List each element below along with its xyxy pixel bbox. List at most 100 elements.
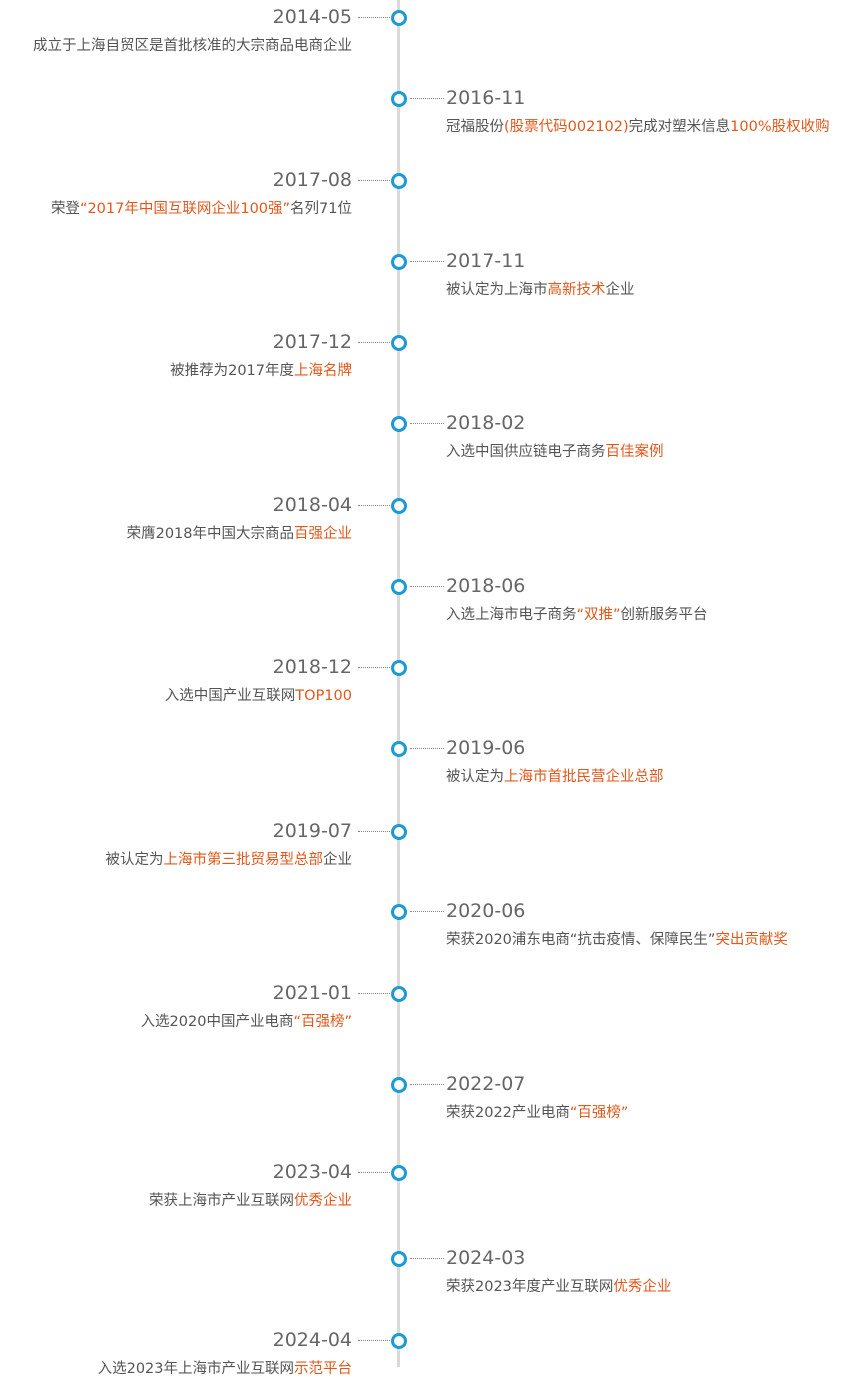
description-text: 被认定为 <box>446 769 504 785</box>
event-description: 荣获2020浦东电商“抗击疫情、保障民生”突出贡献奖 <box>446 928 788 949</box>
timeline-event: 2020-06 荣获2020浦东电商“抗击疫情、保障民生”突出贡献奖 <box>0 892 859 952</box>
event-description: 被推荐为2017年度上海名牌 <box>170 359 352 380</box>
description-text: 荣获2023年度产业互联网 <box>446 1279 614 1295</box>
timeline-event: 2016-11 冠福股份(股票代码002102)完成对塑米信息100%股权收购 <box>0 79 859 139</box>
event-date: 2023-04 <box>272 1161 352 1183</box>
description-text: 完成对塑米信息 <box>628 119 731 135</box>
connector-line <box>358 993 392 994</box>
highlight-text: TOP100 <box>295 688 352 704</box>
highlight-text: (股票代码002102) <box>504 119 629 135</box>
connector-line <box>410 261 444 262</box>
description-text: 被认定为 <box>105 852 164 868</box>
description-text: 荣获2022产业电商 <box>446 1105 570 1121</box>
connector-line <box>410 423 444 424</box>
highlight-text: 上海名牌 <box>294 363 352 379</box>
timeline-axis <box>397 0 400 1367</box>
highlight-text: 百佳案例 <box>605 444 664 460</box>
event-description: 被认定为上海市首批民营企业总部 <box>446 765 664 786</box>
timeline-dot <box>391 904 407 920</box>
timeline-dot <box>391 1077 407 1093</box>
connector-line <box>410 1084 444 1085</box>
description-text: 被推荐为2017年度 <box>170 363 294 379</box>
timeline-dot <box>391 1165 407 1181</box>
highlight-text: “2017年中国互联网企业100强” <box>79 201 291 217</box>
connector-line <box>410 911 444 912</box>
timeline-event: 2014-05 成立于上海自贸区是首批核准的大宗商品电商企业 <box>0 0 859 58</box>
event-description: 入选中国供应链电子商务百佳案例 <box>446 440 664 461</box>
highlight-text: 上海市首批民营企业总部 <box>504 769 664 785</box>
event-date: 2024-04 <box>272 1329 352 1351</box>
timeline-event: 2019-07 被认定为上海市第三批贸易型总部企业 <box>0 812 859 872</box>
description-text: 荣获2020浦东电商“抗击疫情、保障民生” <box>446 932 716 948</box>
highlight-text: 优秀企业 <box>613 1279 672 1295</box>
event-date: 2022-07 <box>446 1073 526 1095</box>
timeline-event: 2018-06 入选上海市电子商务“双推”创新服务平台 <box>0 567 859 627</box>
highlight-text: “百强榜” <box>293 1014 352 1030</box>
event-date: 2020-06 <box>446 900 526 922</box>
timeline-dot <box>391 254 407 270</box>
description-text: 入选中国产业互联网 <box>164 688 296 704</box>
connector-line <box>358 342 392 343</box>
timeline-event: 2018-02 入选中国供应链电子商务百佳案例 <box>0 404 859 464</box>
timeline-dot <box>391 579 407 595</box>
event-description: 被认定为上海市第三批贸易型总部企业 <box>106 848 353 869</box>
event-date: 2016-11 <box>446 87 526 109</box>
event-date: 2019-07 <box>272 820 352 842</box>
description-text: 入选中国供应链电子商务 <box>446 444 606 460</box>
description-text: 被认定为上海市 <box>446 282 548 298</box>
timeline-dot <box>391 986 407 1002</box>
description-text: 荣膺2018年中国大宗商品 <box>126 526 294 542</box>
description-text: 冠福股份 <box>446 119 504 135</box>
highlight-text: 上海市第三批贸易型总部 <box>163 852 324 868</box>
timeline-dot <box>391 1333 407 1349</box>
description-text: 入选2020中国产业电商 <box>140 1014 294 1030</box>
event-description: 荣膺2018年中国大宗商品百强企业 <box>127 522 352 543</box>
timeline-dot <box>391 824 407 840</box>
timeline-dot <box>391 91 407 107</box>
event-date: 2017-08 <box>272 169 352 191</box>
timeline-dot <box>391 416 407 432</box>
event-description: 荣获上海市产业互联网优秀企业 <box>149 1189 352 1210</box>
timeline-event: 2023-04 荣获上海市产业互联网优秀企业 <box>0 1153 859 1213</box>
event-description: 入选上海市电子商务“双推”创新服务平台 <box>446 603 708 624</box>
description-text: 成立于上海自贸区是首批核准的大宗商品电商企业 <box>33 38 352 54</box>
event-description: 入选中国产业互联网TOP100 <box>165 684 352 705</box>
event-date: 2014-05 <box>272 6 352 28</box>
timeline-dot <box>391 335 407 351</box>
event-description: 荣获2022产业电商“百强榜” <box>446 1101 628 1122</box>
highlight-text: “百强榜” <box>569 1105 629 1121</box>
description-text: 入选上海市电子商务 <box>446 607 577 623</box>
timeline-dot <box>391 660 407 676</box>
timeline-event: 2021-01 入选2020中国产业电商“百强榜” <box>0 974 859 1034</box>
connector-line <box>410 98 444 99</box>
event-description: 荣登“2017年中国互联网企业100强”名列71位 <box>51 197 352 218</box>
description-text: 企业 <box>605 282 635 298</box>
connector-line <box>358 505 392 506</box>
connector-line <box>358 17 392 18</box>
connector-line <box>358 180 392 181</box>
highlight-text: 100%股权收购 <box>730 119 830 135</box>
event-date: 2018-06 <box>446 575 526 597</box>
connector-line <box>410 1258 444 1259</box>
connector-line <box>358 831 392 832</box>
highlight-text: 突出贡献奖 <box>715 932 788 948</box>
event-date: 2018-04 <box>272 494 352 516</box>
description-text: 入选2023年上海市产业互联网 <box>97 1361 294 1377</box>
connector-line <box>358 1172 392 1173</box>
event-date: 2017-12 <box>272 331 352 353</box>
event-date: 2021-01 <box>272 982 352 1004</box>
event-description: 被认定为上海市高新技术企业 <box>446 278 635 299</box>
event-date: 2017-11 <box>446 250 526 272</box>
connector-line <box>358 1340 392 1341</box>
event-description: 荣获2023年度产业互联网优秀企业 <box>446 1275 671 1296</box>
description-text: 企业 <box>323 852 352 868</box>
highlight-text: 示范平台 <box>294 1361 352 1377</box>
timeline-event: 2017-08 荣登“2017年中国互联网企业100强”名列71位 <box>0 161 859 221</box>
timeline-event: 2017-12 被推荐为2017年度上海名牌 <box>0 323 859 383</box>
event-date: 2018-02 <box>446 412 526 434</box>
event-description: 冠福股份(股票代码002102)完成对塑米信息100%股权收购 <box>446 115 830 136</box>
description-text: 荣获上海市产业互联网 <box>149 1193 294 1209</box>
event-description: 入选2023年上海市产业互联网示范平台 <box>98 1357 352 1378</box>
description-text: 名列71位 <box>290 201 352 217</box>
